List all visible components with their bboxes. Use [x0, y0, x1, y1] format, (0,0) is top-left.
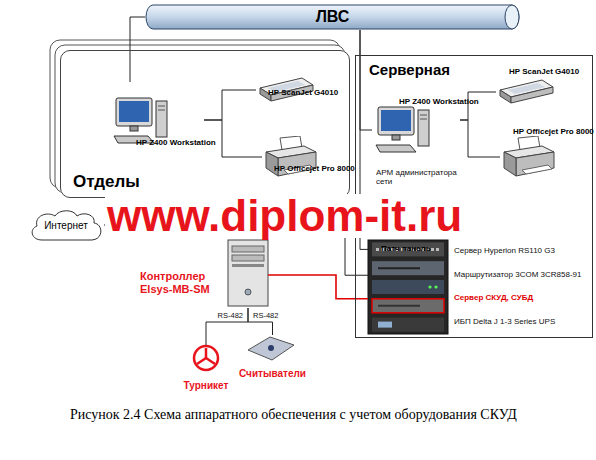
connector-line — [460, 120, 500, 157]
turnstile-icon — [205, 348, 208, 358]
signal-label: RS-482 — [217, 312, 244, 320]
node-label: HP Officejet Pro 8000 — [274, 164, 355, 175]
connector-line — [206, 308, 248, 345]
server-rack: Патч панель Сервер Hyperion RS110 G3 Маршр… — [368, 240, 590, 334]
controller-tower — [232, 264, 264, 267]
turnstile-icon — [194, 346, 218, 370]
node-label: Считыватели — [238, 368, 307, 380]
reader-icon — [248, 337, 294, 360]
node-label: АРМ администратора сети — [372, 168, 460, 188]
node-label: ЛВС — [316, 8, 350, 26]
rack-icon — [378, 305, 420, 307]
turnstile: Турникет — [178, 345, 234, 391]
reader-icon — [248, 337, 294, 360]
rack-unit-label: ИБП Delta J 1-3 Series UPS — [454, 318, 590, 327]
connector-line — [360, 30, 372, 130]
controller-tower — [228, 240, 268, 306]
rack-icon — [378, 267, 420, 269]
controller-tower — [245, 289, 251, 295]
bus-body — [146, 5, 519, 29]
turnstile-icon — [206, 358, 215, 364]
node-label: Отделы — [73, 172, 140, 192]
controller-tower — [228, 240, 268, 306]
node-label: HP Z400 Workstation — [385, 97, 479, 108]
text-wrap: Патч панель Сервер Hyperion RS110 G3 Маршр… — [368, 240, 590, 334]
signal-label: RS-482 — [252, 312, 279, 320]
connector-line — [204, 90, 256, 120]
figure-caption: Рисунок 2.4 Схема аппаратного обеспечени… — [20, 404, 520, 425]
workstation: HP Z400 WorkstationАРМ администратора се… — [372, 92, 460, 188]
rack-unit-label: Маршрутизатор 3COM 3CR858-91 — [454, 271, 590, 280]
lan-bus: ЛВС — [145, 4, 520, 30]
rack-icon — [372, 299, 444, 313]
scanner: HP ScanJet G4010 — [256, 60, 340, 104]
printer-icon — [504, 136, 554, 176]
cloud-shape — [32, 211, 101, 240]
node-label: Контроллер Elsys-MB-SM — [140, 270, 224, 295]
controller-tower — [232, 246, 264, 252]
rack-unit-label: Сервер Hyperion RS110 G3 — [454, 247, 590, 256]
node-label: HP Z400 Workstation — [120, 138, 216, 149]
rack-icon — [368, 240, 448, 334]
scanner: HP ScanJet G4010 — [496, 62, 580, 106]
bus-end — [505, 5, 519, 29]
rack-icon — [372, 318, 444, 332]
rack-icon — [372, 261, 444, 275]
node-label: HP ScanJet G4010 — [268, 88, 338, 99]
printer: HP Officejet Pro 8000 — [500, 122, 584, 180]
card-reader: Считыватели — [238, 335, 307, 379]
rack-icon — [372, 280, 444, 294]
internet-cloud: Интернет — [28, 208, 104, 242]
turnstile-icon — [197, 358, 206, 364]
rack-icon — [372, 242, 444, 256]
rack-unit-label: Сервер СКУД, СУБД — [454, 294, 590, 303]
access-controller: Контроллер Elsys-MB-SM — [140, 240, 268, 308]
rack-icon — [428, 285, 431, 288]
scanner-icon — [500, 80, 553, 103]
rack-icon — [368, 240, 448, 334]
watermark: www.diplom-it.ru — [105, 194, 464, 238]
rack-icon — [378, 322, 392, 328]
controller-tower — [232, 255, 264, 261]
department-sheet — [60, 50, 350, 198]
printer: HP Officejet Pro 8000 — [262, 122, 346, 180]
workstation: HP Z400 Workstation — [108, 82, 204, 154]
computer-icon — [376, 107, 429, 152]
node-label: Турникет — [178, 380, 234, 392]
rack-unit-label: Патч панель — [381, 245, 431, 254]
connector-line — [268, 275, 368, 299]
node-label: Серверная — [369, 61, 450, 78]
turnstile-icon — [194, 346, 218, 370]
reader-icon — [268, 345, 274, 351]
rack-icon — [434, 285, 437, 288]
departments-area: HP Z400 Workstation HP ScanJet G4010 HP Of… — [60, 50, 350, 198]
node-label: HP Officejet Pro 8000 — [513, 127, 594, 138]
computer-icon — [114, 98, 167, 143]
node-label: HP ScanJet G4010 — [509, 67, 579, 78]
node-label: Интернет — [44, 220, 88, 231]
